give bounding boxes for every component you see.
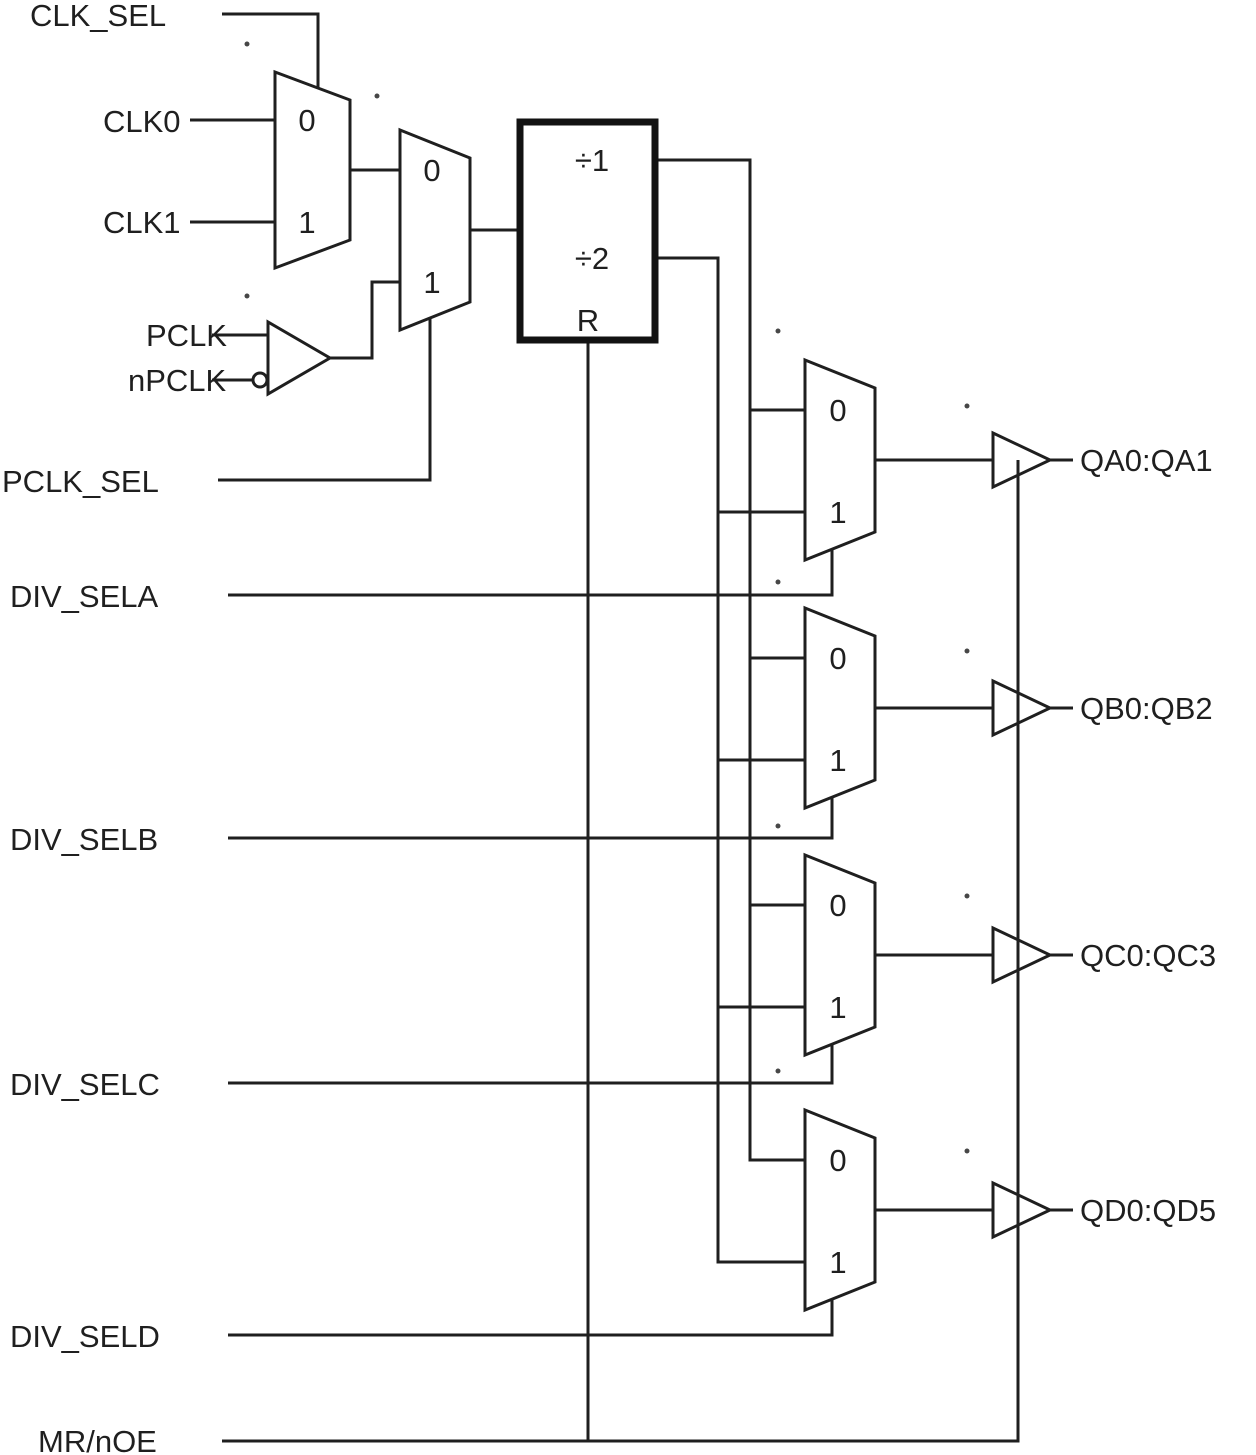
mux-bank-b bbox=[803, 605, 877, 811]
mux-pclk-select-in0-label: 0 bbox=[423, 153, 440, 188]
label-div-selb: DIV_SELB bbox=[10, 822, 158, 857]
wire-pclk-buffer-out bbox=[330, 280, 400, 360]
label-pclk-sel: PCLK_SEL bbox=[2, 464, 159, 499]
label-qa: QA0:QA1 bbox=[1080, 443, 1213, 478]
label-qb: QB0:QB2 bbox=[1080, 691, 1213, 726]
wire-div-selb bbox=[228, 797, 834, 840]
scan-artifact-dot bbox=[964, 403, 970, 409]
mux-bank-c bbox=[803, 852, 877, 1058]
npclk-inversion-bubble-icon bbox=[251, 371, 269, 389]
scan-artifact-dot bbox=[964, 1148, 970, 1154]
output-buffer-qb-icon bbox=[991, 678, 1054, 738]
divider-block bbox=[516, 118, 659, 344]
mux-pclk-select bbox=[398, 127, 472, 333]
scan-artifact-dot bbox=[775, 328, 781, 334]
mux-bank-c-in0-label: 0 bbox=[829, 888, 846, 923]
scan-artifact-dot bbox=[374, 93, 380, 99]
output-buffer-qd-icon bbox=[991, 1180, 1054, 1240]
wire-div-seld bbox=[228, 1299, 834, 1337]
label-div-by-2: ÷2 bbox=[575, 241, 609, 276]
mux-bank-b-in1-label: 1 bbox=[829, 743, 846, 778]
scan-artifact-dot bbox=[244, 293, 250, 299]
mux-bank-a-in0-label: 0 bbox=[829, 393, 846, 428]
mux-clk-select-in0-label: 0 bbox=[298, 103, 315, 138]
mux-bank-a bbox=[803, 357, 877, 563]
label-pclk: PCLK bbox=[146, 318, 227, 353]
label-clk1: CLK1 bbox=[103, 205, 181, 240]
wire-pclk-sel bbox=[218, 318, 432, 482]
mux-bank-b-in0-label: 0 bbox=[829, 641, 846, 676]
mux-clk-select-in1-label: 1 bbox=[298, 205, 315, 240]
scan-artifact-dot bbox=[775, 823, 781, 829]
wire-clk-sel bbox=[222, 12, 320, 89]
wire-div-sela bbox=[228, 549, 834, 597]
mux-pclk-select-in1-label: 1 bbox=[423, 265, 440, 300]
label-npclk: nPCLK bbox=[128, 363, 227, 398]
label-qd: QD0:QD5 bbox=[1080, 1193, 1216, 1228]
mux-bank-c-in1-label: 1 bbox=[829, 990, 846, 1025]
mux-bank-d-in1-label: 1 bbox=[829, 1245, 846, 1280]
wire-mr-noe bbox=[222, 460, 1020, 1443]
scan-artifact-dot bbox=[244, 41, 250, 47]
wire-div-selc bbox=[228, 1044, 834, 1085]
label-div-by-1: ÷1 bbox=[575, 143, 609, 178]
label-qc: QC0:QC3 bbox=[1080, 938, 1216, 973]
mux-bank-d bbox=[803, 1107, 877, 1313]
label-div-selc: DIV_SELC bbox=[10, 1067, 160, 1102]
label-mr-noe: MR/nOE bbox=[38, 1424, 157, 1455]
scan-artifact-dot bbox=[964, 648, 970, 654]
label-clk0: CLK0 bbox=[103, 104, 181, 139]
mux-bank-d-in0-label: 0 bbox=[829, 1143, 846, 1178]
output-buffer-qc-icon bbox=[991, 925, 1054, 985]
pclk-input-buffer-icon bbox=[266, 319, 333, 397]
label-divider-reset: R bbox=[577, 303, 599, 338]
scan-artifact-dot bbox=[964, 893, 970, 899]
label-clk-sel: CLK_SEL bbox=[30, 0, 166, 33]
scan-artifact-dot bbox=[775, 1068, 781, 1074]
label-div-sela: DIV_SELA bbox=[10, 579, 159, 614]
mux-clk-select bbox=[273, 69, 352, 271]
scan-artifact-dot bbox=[775, 579, 781, 585]
output-buffer-qa-icon bbox=[991, 430, 1054, 490]
label-div-seld: DIV_SELD bbox=[10, 1319, 160, 1354]
mux-bank-a-in1-label: 1 bbox=[829, 495, 846, 530]
wire-div1-trunk bbox=[655, 158, 805, 1162]
